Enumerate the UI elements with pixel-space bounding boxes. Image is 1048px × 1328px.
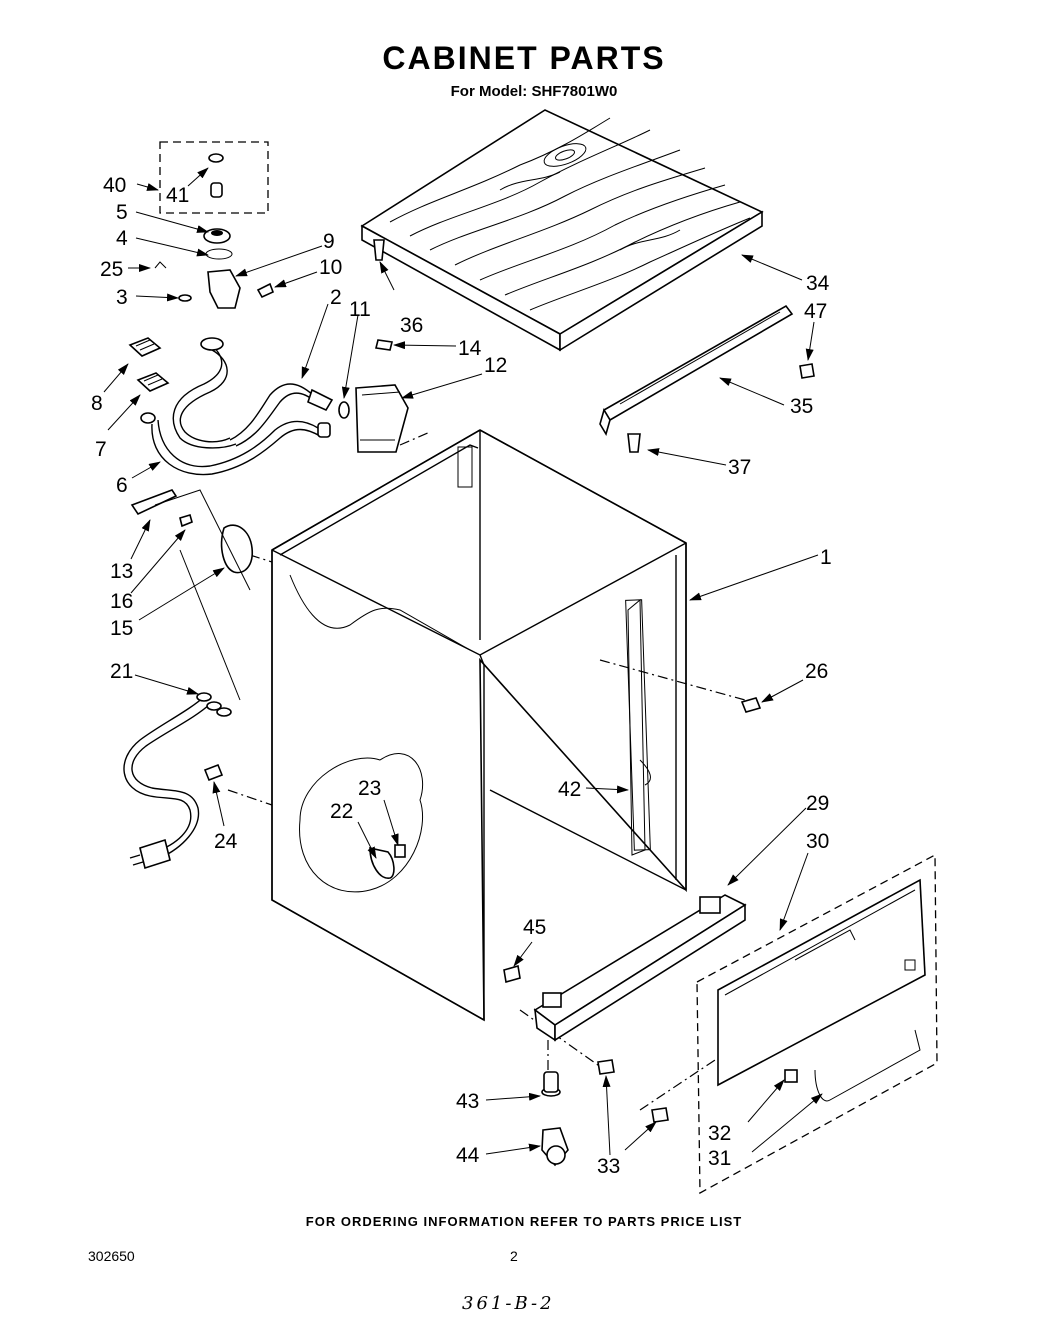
fill-valve-assembly bbox=[154, 228, 275, 309]
callout-42: 42 bbox=[558, 778, 581, 801]
callout-3: 3 bbox=[116, 286, 128, 309]
page-title: CABINET PARTS bbox=[382, 40, 666, 76]
callout-10: 10 bbox=[319, 256, 342, 279]
part-8 bbox=[128, 337, 162, 357]
callout-32: 32 bbox=[708, 1122, 731, 1145]
leader-lines bbox=[103, 167, 823, 1156]
callout-22: 22 bbox=[330, 800, 353, 823]
screws bbox=[373, 239, 815, 1123]
part-11-12 bbox=[338, 339, 409, 453]
part-42 bbox=[627, 598, 646, 856]
callout-26: 26 bbox=[805, 660, 828, 683]
callout-45: 45 bbox=[523, 916, 546, 939]
callout-21: 21 bbox=[110, 660, 133, 683]
callout-44: 44 bbox=[456, 1144, 480, 1167]
part-7 bbox=[136, 372, 170, 392]
model-subtitle: For Model: SHF7801W0 bbox=[450, 83, 618, 100]
document-number: 302650 bbox=[88, 1248, 135, 1264]
callout-13: 13 bbox=[110, 560, 133, 583]
callout-15: 15 bbox=[110, 617, 133, 640]
callout-31: 31 bbox=[708, 1147, 731, 1170]
handwritten-note: 361-B-2 bbox=[462, 1293, 555, 1314]
callout-36: 36 bbox=[400, 314, 423, 337]
callout-35: 35 bbox=[790, 395, 813, 418]
cabinet-shell bbox=[271, 429, 687, 1022]
part-13-15-16 bbox=[130, 489, 254, 591]
power-cord bbox=[123, 549, 241, 870]
callout-16: 16 bbox=[110, 590, 133, 613]
caster-44 bbox=[541, 1127, 569, 1167]
top-panel bbox=[360, 109, 764, 352]
callout-14: 14 bbox=[458, 337, 482, 360]
part-41 bbox=[208, 153, 224, 198]
kit-40-box bbox=[159, 141, 269, 214]
callout-11: 11 bbox=[349, 298, 371, 321]
callout-8: 8 bbox=[91, 392, 103, 415]
callout-9: 9 bbox=[323, 230, 335, 253]
callout-25: 25 bbox=[100, 258, 123, 281]
page-number: 2 bbox=[510, 1248, 518, 1264]
callout-41: 41 bbox=[166, 184, 189, 207]
callout-1: 1 bbox=[820, 546, 832, 569]
callout-12: 12 bbox=[484, 354, 507, 377]
leg-43 bbox=[541, 1071, 561, 1097]
callout-23: 23 bbox=[358, 777, 381, 800]
callout-40: 40 bbox=[103, 174, 126, 197]
callout-5: 5 bbox=[116, 201, 128, 224]
rail-35 bbox=[599, 304, 794, 436]
ordering-note: FOR ORDERING INFORMATION REFER TO PARTS … bbox=[305, 1214, 743, 1229]
callout-6: 6 bbox=[116, 474, 128, 497]
base-rail-29 bbox=[533, 894, 747, 1042]
callout-34: 34 bbox=[806, 272, 830, 295]
callout-labels: 40 41 5 4 25 3 9 10 2 11 36 14 12 8 7 6 … bbox=[91, 174, 832, 1178]
hoses bbox=[140, 337, 334, 476]
callout-29: 29 bbox=[806, 792, 829, 815]
callout-47: 47 bbox=[804, 300, 827, 323]
callout-37: 37 bbox=[728, 456, 751, 479]
callout-2: 2 bbox=[330, 286, 342, 309]
callout-7: 7 bbox=[95, 438, 107, 461]
part-24 bbox=[203, 763, 224, 782]
callout-30: 30 bbox=[806, 830, 829, 853]
callout-24: 24 bbox=[214, 830, 238, 853]
callout-33: 33 bbox=[597, 1155, 620, 1178]
callout-4: 4 bbox=[116, 227, 128, 250]
callout-43: 43 bbox=[456, 1090, 479, 1113]
